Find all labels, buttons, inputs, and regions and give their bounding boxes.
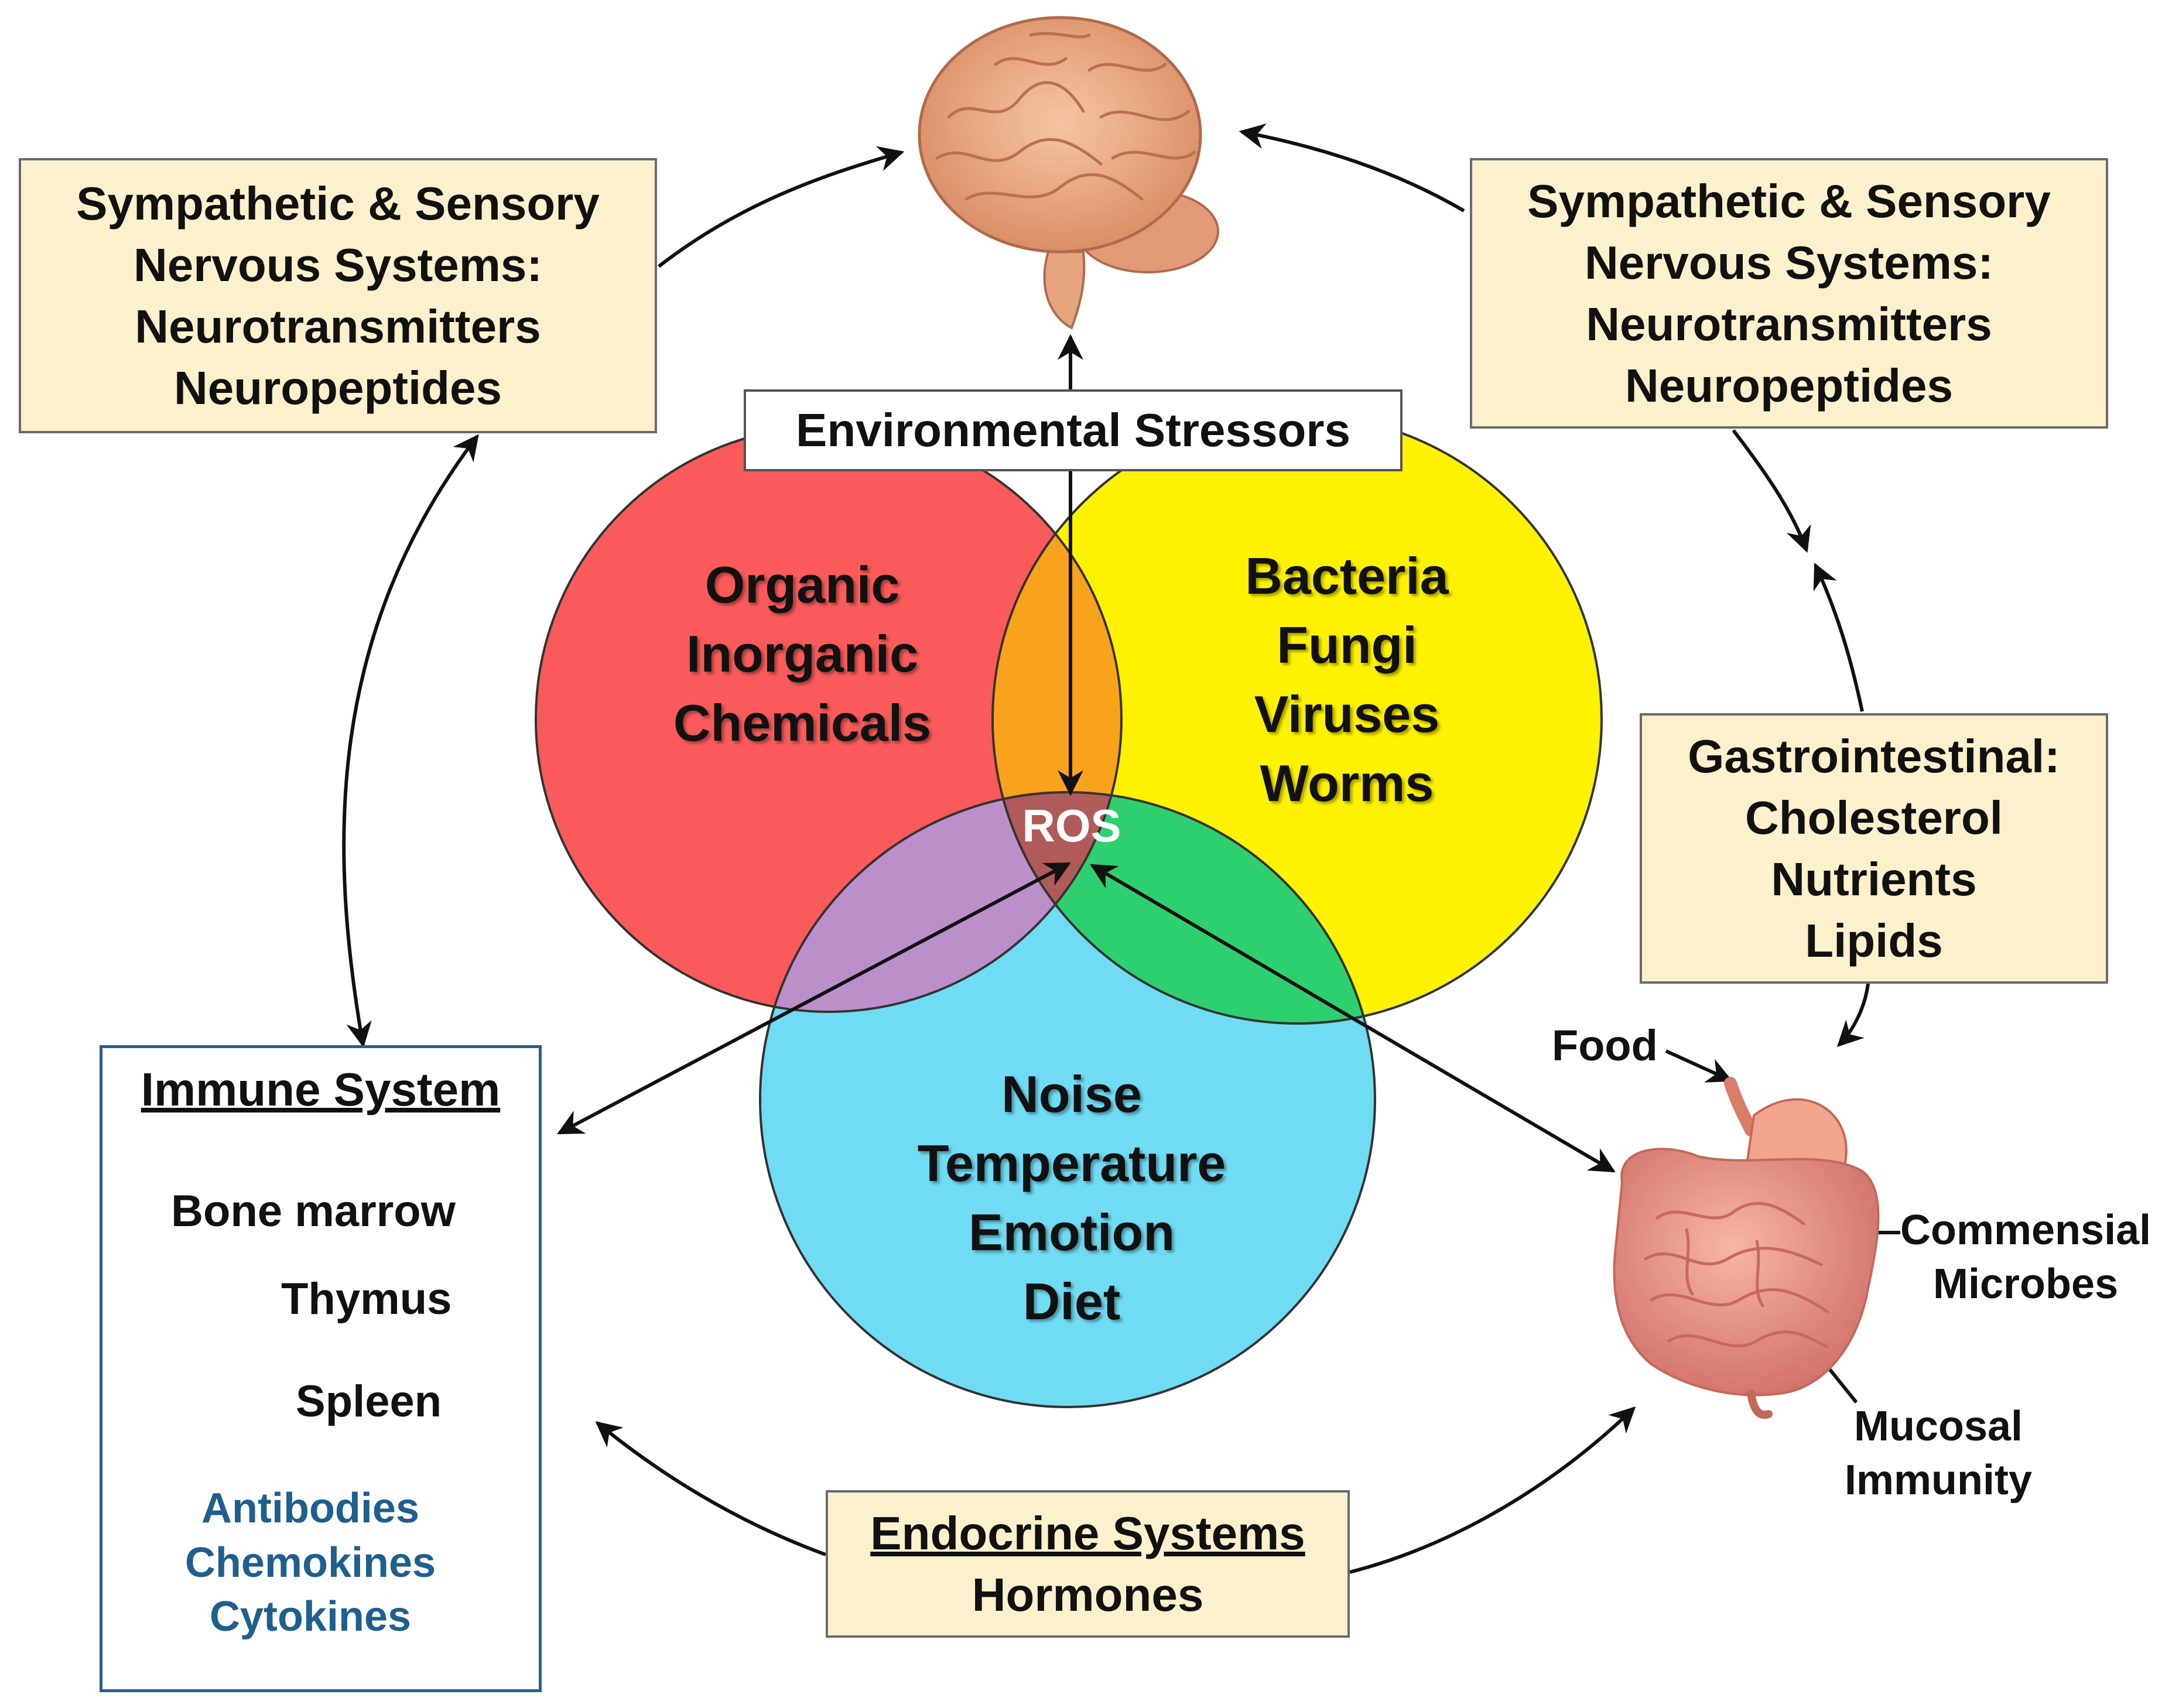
microbes-line-1: Bacteria: [1245, 547, 1449, 605]
nervous-left-line-3: Neurotransmitters: [135, 300, 541, 352]
nervous-left-line-4: Neuropeptides: [173, 362, 502, 414]
nervous-left-line-1: Sympathetic & Sensory: [76, 177, 600, 230]
arrow-endocrine-to-immune: [595, 1421, 827, 1556]
organ-thymus: Thymus: [281, 1274, 452, 1324]
microbes-line-2: Fungi: [1277, 616, 1417, 674]
nervous-right-line-2: Nervous Systems:: [1584, 237, 1994, 289]
endocrine-subtitle: Hormones: [972, 1569, 1204, 1621]
arrow-right-nerves-down: [1732, 429, 1811, 553]
physical-line-1: Noise: [1001, 1065, 1142, 1123]
arrow-endocrine-to-gut: [1349, 1406, 1636, 1574]
endocrine-systems-box: Endocrine Systems Hormones: [826, 1490, 1350, 1638]
gastrointestinal-box: Gastrointestinal: Cholesterol Nutrients …: [1640, 713, 2108, 984]
endocrine-title: Endocrine Systems: [870, 1507, 1305, 1559]
immune-system-box: [100, 1045, 542, 1692]
chemicals-line-3: Chemicals: [673, 694, 932, 752]
gi-line-4: Lipids: [1805, 915, 1943, 967]
gi-line-2: Cholesterol: [1744, 792, 2003, 844]
microbes-line-3: Viruses: [1254, 685, 1440, 743]
commensal-line-1: Commensial: [1900, 1207, 2151, 1254]
mucosal-immunity-label: Mucosal Immunity: [1845, 1399, 2032, 1507]
mucosal-line-1: Mucosal: [1853, 1403, 2023, 1450]
gi-line-3: Nutrients: [1771, 853, 1977, 905]
arrow-food: [1665, 1049, 1733, 1083]
gi-line-1: Gastrointestinal:: [1688, 730, 2060, 782]
immune-title: Immune System: [141, 1063, 501, 1115]
mediator-chemokines: Chemokines: [184, 1539, 436, 1586]
physical-line-4: Diet: [1022, 1272, 1121, 1330]
outer-cycle-arrows: [342, 123, 1870, 1574]
venn-label-physical: Noise Temperature Emotion Diet: [867, 1060, 1277, 1336]
nervous-systems-box-left: Sympathetic & Sensory Nervous Systems: N…: [19, 158, 657, 433]
arrow-right-nerves-to-brain: [1239, 123, 1465, 213]
intestine-icon: [1613, 1077, 1880, 1419]
environmental-stressors-label: Environmental Stressors: [744, 389, 1403, 471]
chemicals-line-2: Inorganic: [686, 625, 919, 683]
organ-spleen: Spleen: [296, 1377, 442, 1426]
mediator-cytokines: Cytokines: [209, 1593, 412, 1640]
arrow-immune-left-nerves: [342, 434, 479, 1048]
arrow-ros-gut: [1090, 864, 1616, 1173]
arrow-gi-up: [1813, 563, 1864, 712]
microbes-line-4: Worms: [1260, 754, 1434, 812]
venn-label-chemicals: Organic Inorganic Chemicals: [627, 550, 978, 758]
nervous-left-line-2: Nervous Systems:: [133, 239, 543, 291]
nervous-right-line-3: Neurotransmitters: [1586, 298, 1992, 350]
commensal-microbes-label: Commensial Microbes: [1900, 1203, 2151, 1311]
nervous-right-line-1: Sympathetic & Sensory: [1527, 175, 2051, 227]
brain-icon: [918, 16, 1219, 330]
arrow-ros-immune: [557, 862, 1071, 1135]
organ-bone-marrow: Bone marrow: [171, 1186, 456, 1236]
chemicals-line-1: Organic: [704, 556, 900, 614]
venn-label-microbes: Bacteria Fungi Viruses Worms: [1171, 542, 1523, 818]
mediator-antibodies: Antibodies: [201, 1485, 419, 1532]
mucosal-line-2: Immunity: [1845, 1457, 2033, 1504]
ros-label: ROS: [1022, 800, 1121, 851]
arrow-gi-to-gut: [1836, 983, 1870, 1048]
nervous-systems-box-right: Sympathetic & Sensory Nervous Systems: N…: [1470, 158, 2108, 429]
food-label: Food: [1552, 1021, 1658, 1070]
arrow-left-nerves-to-brain: [658, 146, 905, 268]
commensal-line-2: Microbes: [1933, 1261, 2119, 1307]
nervous-right-line-4: Neuropeptides: [1624, 360, 1954, 412]
physical-line-2: Temperature: [917, 1134, 1226, 1192]
physical-line-3: Emotion: [969, 1203, 1175, 1261]
